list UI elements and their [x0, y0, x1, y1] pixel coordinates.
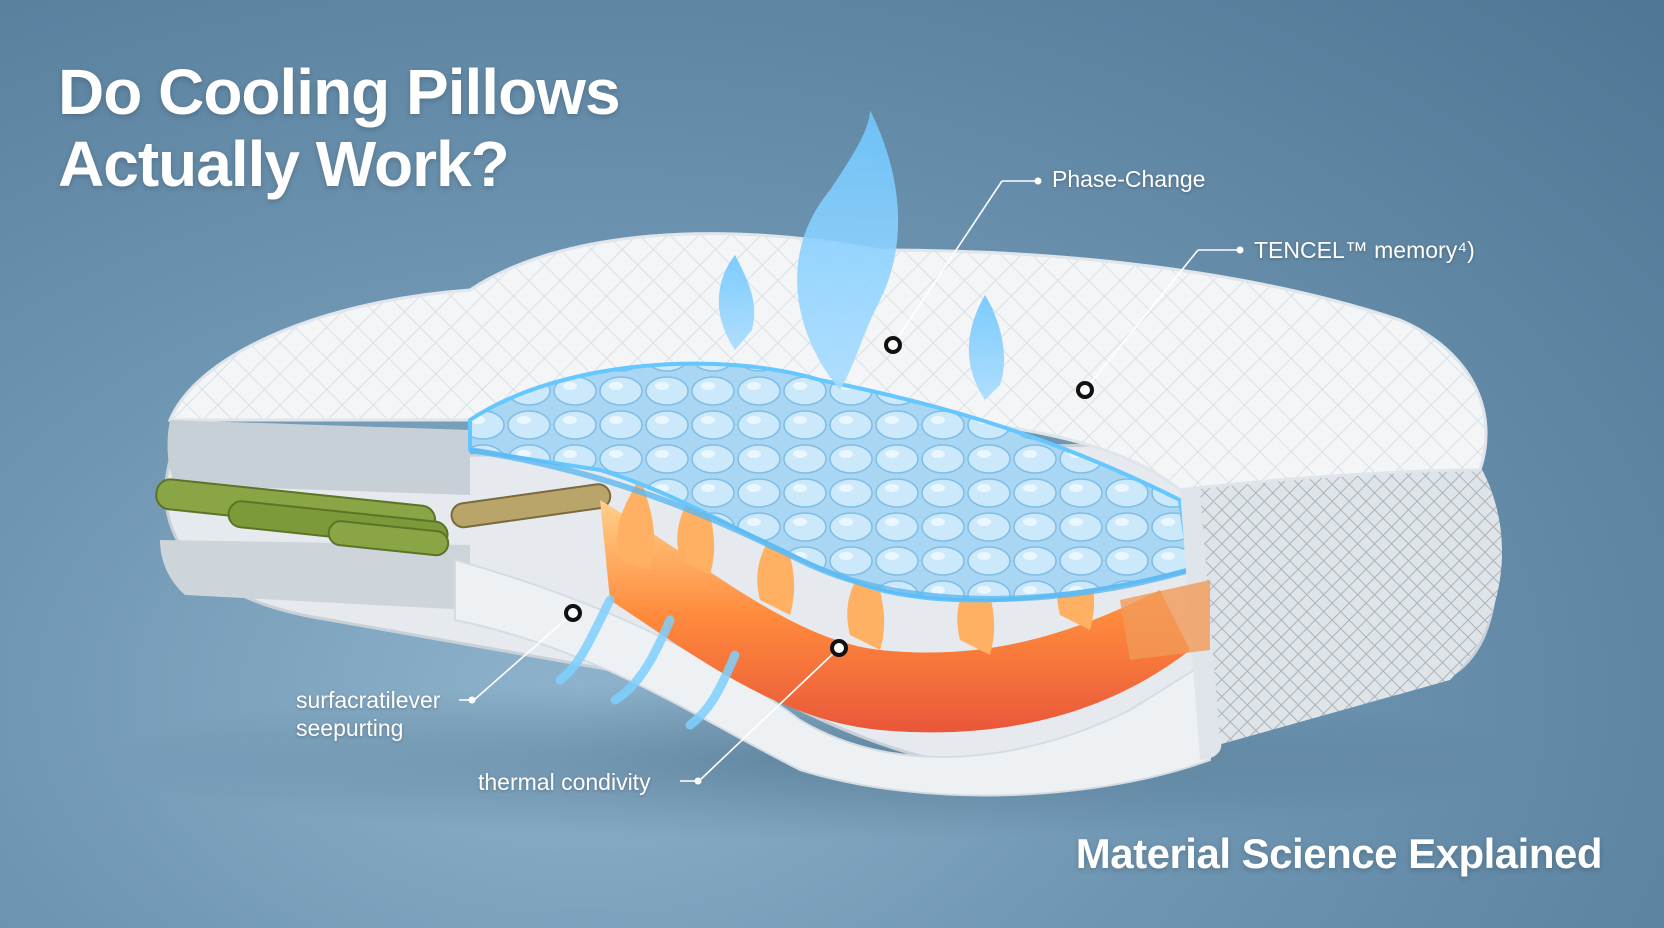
headline-line-2: Actually Work?	[58, 128, 510, 200]
callout-phase-change: Phase-Change	[1052, 166, 1206, 192]
callout-thermal: thermal condivity	[478, 769, 651, 795]
cooling-glow-edge	[469, 447, 1191, 602]
bamboo-layer	[155, 478, 612, 557]
callout-surface-line-2: seepurting	[296, 715, 404, 741]
headline: Do Cooling Pillows Actually Work?	[58, 56, 621, 200]
heat-layer	[600, 500, 1190, 733]
headline-line-1: Do Cooling Pillows	[58, 56, 621, 128]
cooling-flames	[718, 110, 1005, 400]
heat-flames	[617, 475, 1095, 655]
callout-surface-line-1: surfacratilever	[296, 687, 441, 713]
airflow-wisps	[555, 595, 740, 730]
side-stripe-upper	[167, 420, 470, 495]
callout-tencel: TENCEL™ memory⁴)	[1254, 237, 1475, 263]
heat-vent-patch	[1120, 580, 1210, 660]
subtitle: Material Science Explained	[1075, 830, 1603, 877]
callout-surface: surfacratilever seepurting	[296, 686, 440, 742]
mesh-side-panel	[1180, 447, 1503, 750]
side-stripe-lower	[160, 540, 470, 610]
callout-leaders	[473, 180, 1238, 781]
callout-markers	[459, 177, 1244, 785]
